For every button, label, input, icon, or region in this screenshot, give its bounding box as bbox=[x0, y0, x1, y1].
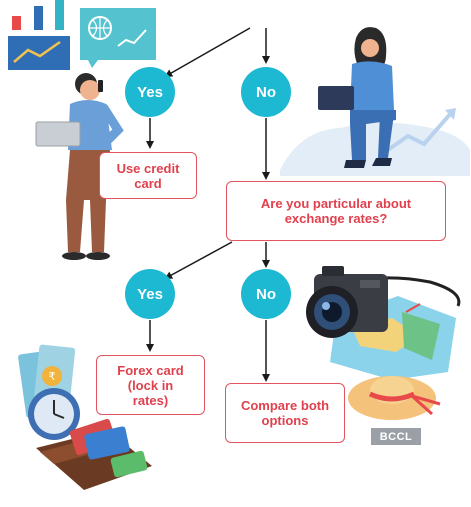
bccl-watermark: BCCL bbox=[371, 428, 421, 445]
camera-icon bbox=[306, 266, 461, 338]
compare-options-box: Compare both options bbox=[225, 383, 345, 443]
connector-lines bbox=[146, 27, 270, 382]
sun-hat-icon bbox=[348, 376, 441, 420]
decision-no-bottom: No bbox=[241, 269, 291, 319]
forex-card-box: Forex card (lock in rates) bbox=[96, 355, 205, 415]
svg-text:₹: ₹ bbox=[49, 370, 56, 383]
analytics-charts-icon bbox=[8, 0, 156, 70]
camera-map-hat-illustration bbox=[306, 266, 461, 420]
decision-no-top: No bbox=[241, 67, 291, 117]
use-credit-card-box: Use credit card bbox=[99, 152, 197, 199]
decision-yes-top: Yes bbox=[125, 67, 175, 117]
decision-yes-bottom: Yes bbox=[125, 269, 175, 319]
woman-with-laptop-illustration bbox=[280, 27, 470, 176]
exchange-rates-question-box: Are you particular about exchange rates? bbox=[226, 181, 446, 241]
money-clock-wallet-icon: ₹ bbox=[18, 344, 152, 490]
man-on-phone-with-laptop-illustration bbox=[35, 73, 124, 260]
